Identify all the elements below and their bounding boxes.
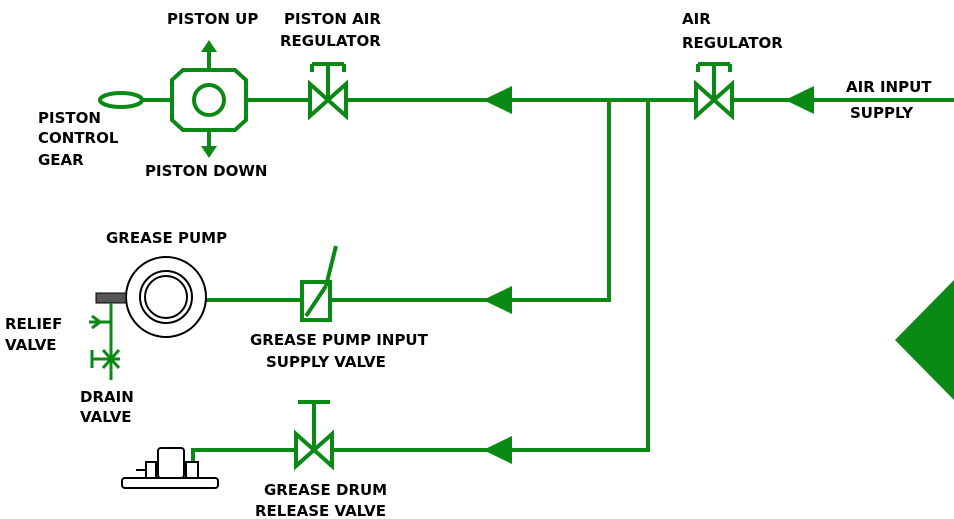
label-piston-down: PISTON DOWN: [145, 162, 267, 180]
label-drain-valve-2: VALVE: [80, 408, 132, 426]
piston-actuator: [170, 68, 248, 132]
label-piston-control-gear-3: GEAR: [38, 151, 84, 169]
flow-arrow-icon: [483, 86, 512, 114]
label-relief-valve-1: RELIEF: [5, 315, 62, 333]
grease-drum: [121, 447, 219, 489]
label-air-input-2: SUPPLY: [850, 104, 914, 122]
piston-down-arrow-icon: [201, 130, 217, 158]
label-air-regulator-2: REGULATOR: [682, 34, 783, 52]
air-regulator-valve-icon: [694, 62, 734, 121]
label-grease-pump: GREASE PUMP: [106, 229, 227, 247]
piston-control-gear: [98, 91, 144, 109]
grease-pump-input-supply-valve-icon: [300, 245, 338, 322]
grease-drum-branch-line: [191, 100, 650, 462]
grease-pump-branch-line: [204, 100, 611, 302]
relief-drain-assembly: [89, 303, 121, 380]
label-piston-air-regulator-1: PISTON AIR: [284, 10, 381, 28]
label-grease-pump-input-1: GREASE PUMP INPUT: [250, 331, 429, 349]
label-air-input-1: AIR INPUT: [846, 78, 932, 96]
grease-drum-release-valve-icon: [294, 400, 334, 471]
flow-arrow-icon: [483, 436, 512, 464]
label-air-regulator-1: AIR: [682, 10, 711, 28]
label-piston-control-gear-1: PISTON: [38, 109, 101, 127]
grease-pump: [95, 256, 207, 338]
nav-arrow-icon[interactable]: [895, 280, 954, 400]
label-grease-pump-input-2: SUPPLY VALVE: [266, 353, 386, 371]
label-relief-valve-2: VALVE: [5, 336, 57, 354]
flow-arrow-icon: [483, 286, 512, 314]
piston-up-arrow-icon: [201, 40, 217, 70]
piston-air-regulator-valve-icon: [308, 62, 348, 121]
label-piston-control-gear-2: CONTROL: [38, 129, 119, 147]
label-piston-up: PISTON UP: [167, 10, 258, 28]
label-drain-valve-1: DRAIN: [80, 388, 134, 406]
label-piston-air-regulator-2: REGULATOR: [280, 32, 381, 50]
flow-arrow-icon: [785, 86, 814, 114]
label-grease-drum-1: GREASE DRUM: [264, 481, 387, 499]
label-grease-drum-2: RELEASE VALVE: [255, 502, 386, 519]
